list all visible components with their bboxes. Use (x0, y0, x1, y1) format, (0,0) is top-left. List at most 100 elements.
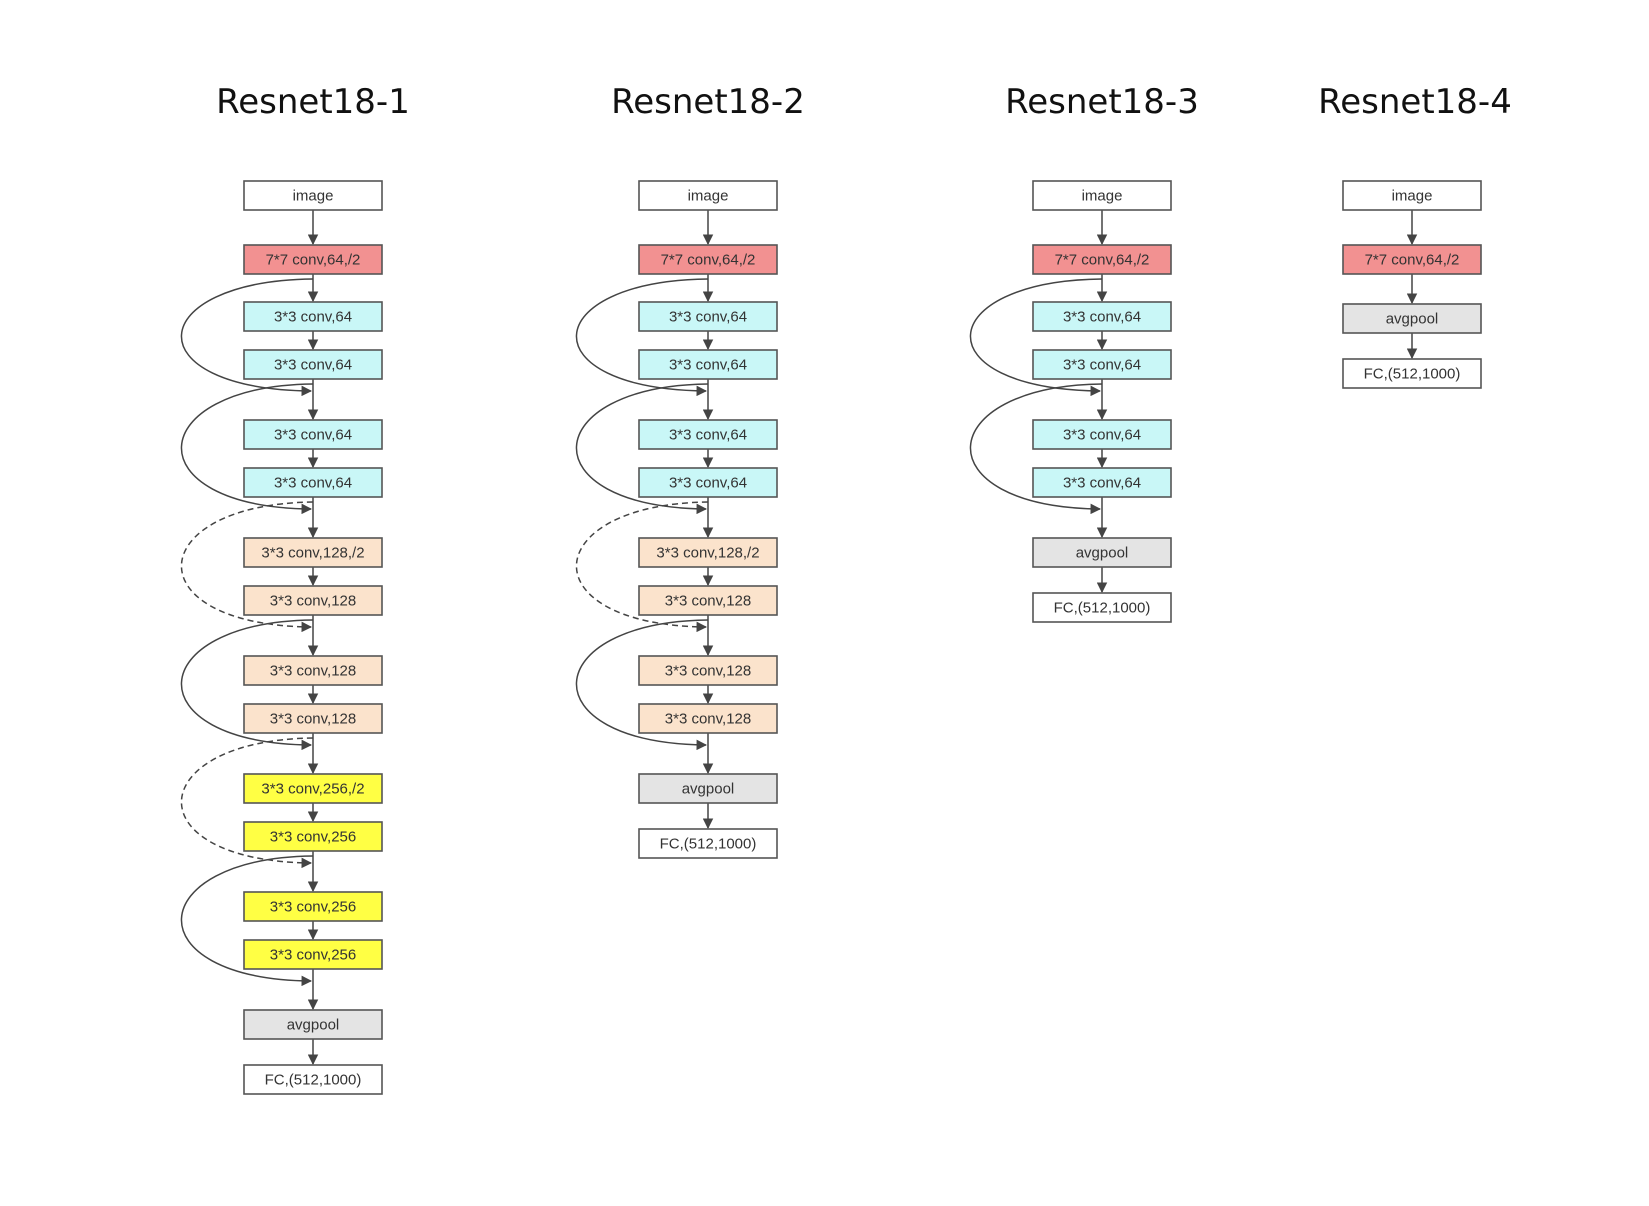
layer-box (1032, 180, 1172, 211)
layer-block-avgpool: avgpool (1342, 303, 1482, 334)
layer-box (638, 828, 778, 859)
layer-block-avgpool: avgpool (1032, 537, 1172, 568)
layer-box (243, 180, 383, 211)
layer-box (638, 244, 778, 275)
network-title-1: Resnet18-1 (216, 82, 410, 122)
layer-box (638, 773, 778, 804)
layer-label: avgpool (287, 1017, 340, 1034)
layer-block-conv256: 3*3 conv,256 (243, 939, 383, 970)
layer-label: 3*3 conv,64 (274, 475, 352, 492)
layer-box (638, 180, 778, 211)
skip-connection (575, 278, 709, 397)
layer-box (1032, 537, 1172, 568)
layer-box (1342, 244, 1482, 275)
layer-box (243, 1009, 383, 1040)
layer-box (243, 891, 383, 922)
layer-block-conv128: 3*3 conv,128 (638, 655, 778, 686)
layer-label: 7*7 conv,64,/2 (266, 252, 361, 269)
layer-box (1032, 244, 1172, 275)
layer-box (1032, 349, 1172, 380)
skip-connection-dashed (180, 501, 314, 633)
layer-box (1342, 303, 1482, 334)
layer-block-conv64: 3*3 conv,64 (243, 467, 383, 498)
layer-label: 3*3 conv,64 (1063, 475, 1141, 492)
layer-label: 3*3 conv,256,/2 (261, 781, 364, 798)
layer-box (1032, 592, 1172, 623)
layer-block-image: image (1032, 180, 1172, 211)
layer-block-fc: FC,(512,1000) (243, 1064, 383, 1095)
layer-label: image (1392, 188, 1433, 205)
layer-box (1032, 419, 1172, 450)
layer-label: 3*3 conv,64 (274, 427, 352, 444)
skip-connection-dashed (575, 501, 709, 633)
layer-box (243, 349, 383, 380)
layer-label: 3*3 conv,64 (1063, 309, 1141, 326)
layer-box (243, 703, 383, 734)
layer-label: 3*3 conv,128 (665, 663, 751, 680)
layer-block-fc: FC,(512,1000) (1342, 358, 1482, 389)
layer-block-image: image (1342, 180, 1482, 211)
layer-block-fc: FC,(512,1000) (1032, 592, 1172, 623)
skip-connection (180, 619, 314, 751)
layer-label: image (293, 188, 334, 205)
layer-box (638, 537, 778, 568)
layer-block-conv64: 3*3 conv,64 (638, 419, 778, 450)
layer-box (638, 419, 778, 450)
layer-block-image: image (638, 180, 778, 211)
layer-label: 3*3 conv,256 (270, 899, 356, 916)
layer-label: 3*3 conv,64 (1063, 427, 1141, 444)
layer-block-conv64: 3*3 conv,64 (243, 301, 383, 332)
skip-connection (575, 619, 709, 751)
layer-box (243, 773, 383, 804)
layer-box (243, 585, 383, 616)
layer-label: 3*3 conv,128,/2 (261, 545, 364, 562)
skip-connection (969, 383, 1103, 515)
layer-block-conv64: 3*3 conv,64 (1032, 467, 1172, 498)
network-title-2: Resnet18-2 (611, 82, 805, 122)
layer-block-conv64: 3*3 conv,64 (638, 301, 778, 332)
layer-label: 3*3 conv,256 (270, 829, 356, 846)
layer-label: avgpool (682, 781, 735, 798)
layer-label: FC,(512,1000) (1054, 600, 1151, 617)
layer-label: 3*3 conv,256 (270, 947, 356, 964)
layer-label: 3*3 conv,64 (274, 357, 352, 374)
layer-box (638, 585, 778, 616)
layer-box (1032, 467, 1172, 498)
layer-block-conv128: 3*3 conv,128,/2 (243, 537, 383, 568)
layer-block-conv64: 3*3 conv,64 (638, 349, 778, 380)
layer-label: image (1082, 188, 1123, 205)
layer-box (1342, 180, 1482, 211)
layer-block-conv128: 3*3 conv,128 (243, 585, 383, 616)
layer-label: 3*3 conv,64 (669, 475, 747, 492)
layer-block-conv128: 3*3 conv,128,/2 (638, 537, 778, 568)
layer-block-fc: FC,(512,1000) (638, 828, 778, 859)
layer-block-conv256: 3*3 conv,256 (243, 891, 383, 922)
layer-block-conv128: 3*3 conv,128 (243, 703, 383, 734)
layer-block-conv128: 3*3 conv,128 (243, 655, 383, 686)
layer-label: 3*3 conv,64 (669, 357, 747, 374)
network-title-3: Resnet18-3 (1005, 82, 1199, 122)
layer-box (1032, 301, 1172, 332)
layer-block-conv7: 7*7 conv,64,/2 (1032, 244, 1172, 275)
layer-block-conv64: 3*3 conv,64 (243, 349, 383, 380)
layer-block-conv128: 3*3 conv,128 (638, 703, 778, 734)
layer-label: 3*3 conv,128 (665, 711, 751, 728)
skip-connection (575, 383, 709, 515)
layer-label: 3*3 conv,64 (1063, 357, 1141, 374)
layer-block-conv7: 7*7 conv,64,/2 (638, 244, 778, 275)
layer-label: 3*3 conv,64 (669, 427, 747, 444)
layer-box (243, 244, 383, 275)
network-column-2: image 7*7 conv,64,/2 3*3 conv,64 3*3 conv,6… (575, 180, 778, 859)
layer-box (243, 467, 383, 498)
network-column-1: image 7*7 conv,64,/2 3*3 conv,64 3*3 conv,6… (180, 180, 383, 1095)
layer-block-conv64: 3*3 conv,64 (638, 467, 778, 498)
layer-box (243, 821, 383, 852)
layer-block-conv64: 3*3 conv,64 (1032, 349, 1172, 380)
layer-label: 3*3 conv,128 (270, 663, 356, 680)
network-columns: image 7*7 conv,64,/2 3*3 conv,64 3*3 conv,6… (180, 180, 1482, 1095)
layer-box (243, 301, 383, 332)
layer-box (638, 301, 778, 332)
layer-label: 3*3 conv,128 (270, 593, 356, 610)
